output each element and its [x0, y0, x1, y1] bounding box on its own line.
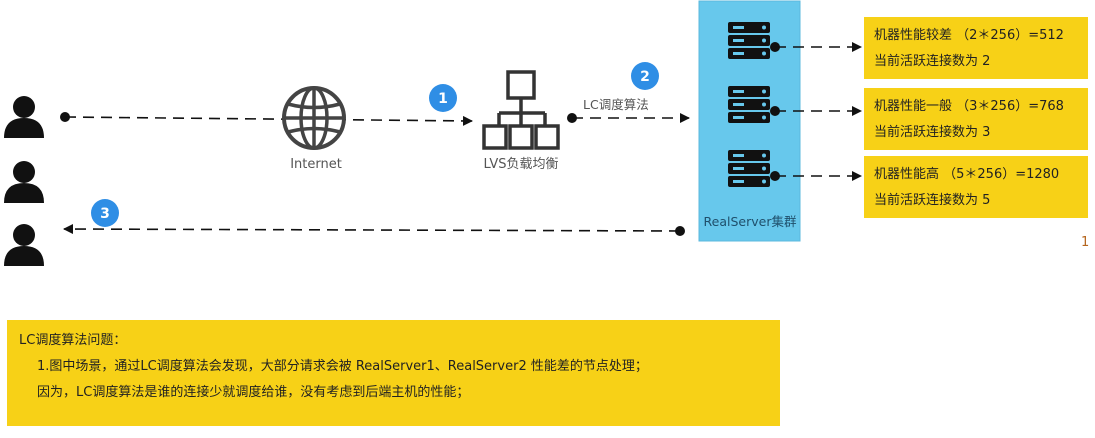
- server-3-capacity: 机器性能高 （5＊256）=1280: [874, 167, 1060, 182]
- lvs-label: LVS负载均衡: [484, 157, 559, 172]
- server-2-capacity: 机器性能一般 （3＊256）=768: [874, 99, 1064, 114]
- problem-title: LC调度算法问题：: [19, 333, 127, 348]
- server-3-note: 机器性能高 （5＊256）=1280 当前活跃连接数为 5: [864, 156, 1088, 218]
- server-2-connections: 当前活跃连接数为 3: [874, 125, 991, 140]
- user-icon: [4, 224, 44, 266]
- step-badge-3: [91, 199, 119, 227]
- server-1-connections: 当前活跃连接数为 2: [874, 54, 991, 69]
- globe-icon: [282, 86, 346, 150]
- server-rack-icon: [728, 86, 770, 123]
- step-badge-1-label: 1: [438, 91, 448, 107]
- problem-line-2: 因为，LC调度算法是谁的连接少就调度给谁，没有考虑到后端主机的性能；: [37, 385, 470, 400]
- algorithm-label: LC调度算法: [583, 97, 649, 112]
- server-rack-icon: [728, 150, 770, 187]
- server-1-note: 机器性能较差 （2＊256）=512 当前活跃连接数为 2: [864, 17, 1088, 79]
- step-badge-2-label: 2: [640, 69, 650, 85]
- user-icon: [4, 161, 44, 203]
- problem-line-1: 1.图中场景，通过LC调度算法会发现，大部分请求会被 RealServer1、R…: [37, 359, 648, 374]
- server-3-connections: 当前活跃连接数为 5: [874, 193, 991, 208]
- step-badge-3-label: 3: [100, 206, 110, 222]
- server-2-note: 机器性能一般 （3＊256）=768 当前活跃连接数为 3: [864, 88, 1088, 150]
- network-tree-icon: [482, 70, 560, 150]
- request-arrow: [64, 115, 473, 126]
- problem-note: LC调度算法问题： 1.图中场景，通过LC调度算法会发现，大部分请求会被 Rea…: [7, 320, 780, 426]
- server-rack-icon: [728, 22, 770, 59]
- step-badge-2: [631, 62, 659, 90]
- user-icon: [4, 96, 44, 138]
- internet-label: Internet: [290, 157, 342, 172]
- response-arrow: [63, 224, 681, 235]
- step-badge-1: [429, 84, 457, 112]
- stray-mark: 1: [1081, 235, 1090, 250]
- server-1-capacity: 机器性能较差 （2＊256）=512: [874, 28, 1064, 43]
- cluster-label: RealServer集群: [704, 214, 797, 229]
